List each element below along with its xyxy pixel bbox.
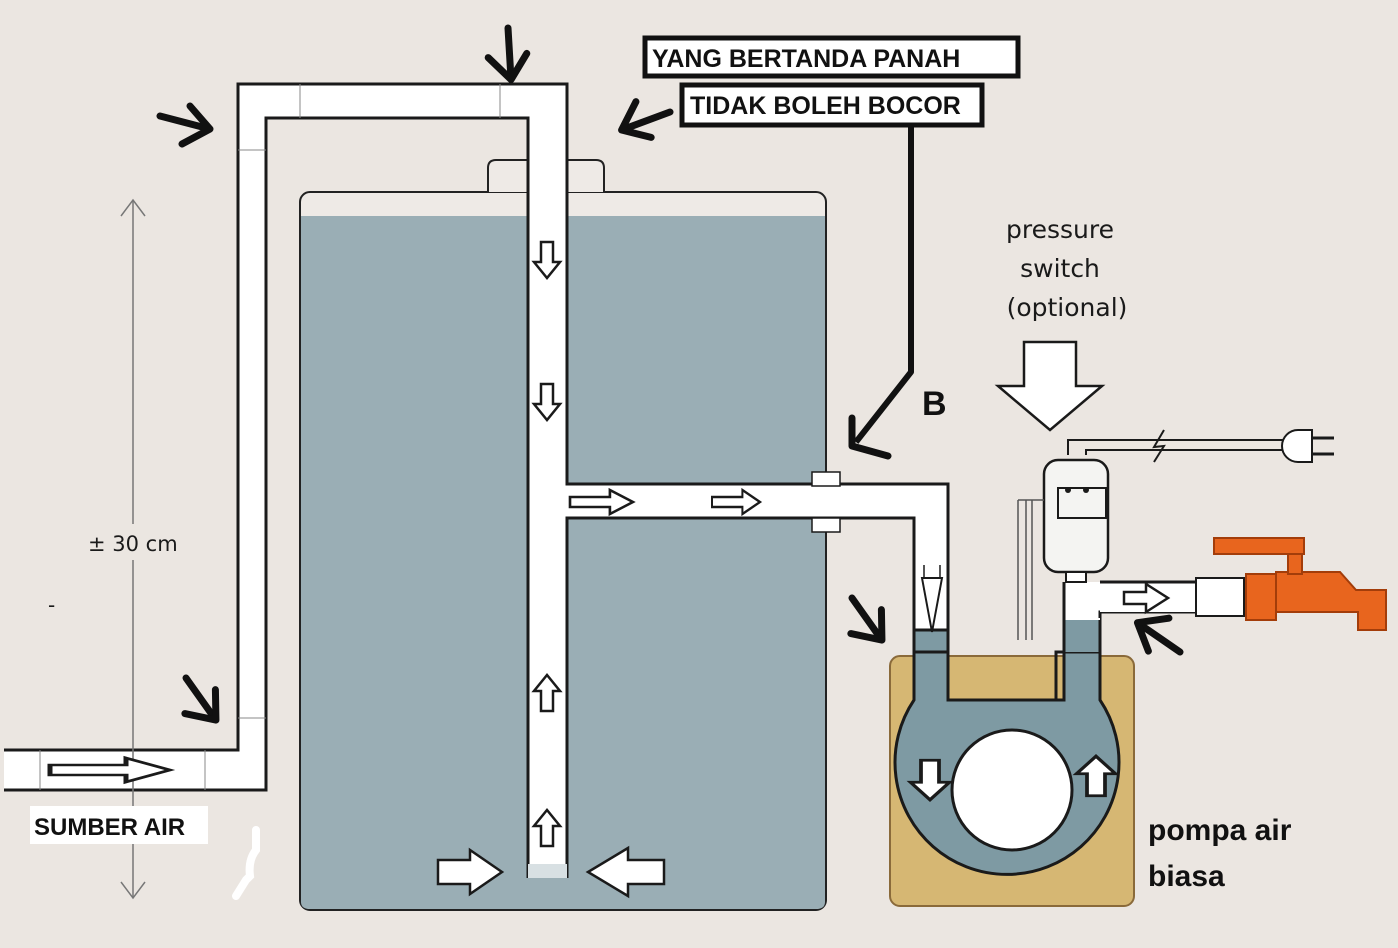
warning-text-line1: YANG BERTANDA PANAH (652, 45, 960, 73)
pump-inlet-flow-arrow-icon (920, 565, 944, 633)
inner-pipe (526, 152, 950, 878)
faucet-icon[interactable] (1213, 537, 1387, 631)
water-source-box: SUMBER AIR (30, 806, 208, 844)
pressure-switch-pointer-icon (994, 340, 1106, 432)
pump-label-1: pompa air (1148, 814, 1292, 847)
flange-top (811, 471, 841, 487)
pressure-switch-label-1: pressure (1006, 215, 1114, 244)
point-b-label: B (922, 385, 947, 423)
pressure-switch (1017, 439, 1312, 640)
height-dimension (86, 198, 182, 900)
inlet-pipe (4, 82, 569, 792)
impeller-ring (950, 728, 1074, 852)
dash-mark: - (48, 593, 55, 617)
flow-arrow-icon (50, 240, 1171, 899)
warning-box-line2: TIDAK BOLEH BOCOR (679, 82, 985, 128)
pressure-switch-label-2: switch (1020, 254, 1100, 283)
water-source-label: SUMBER AIR (34, 814, 185, 841)
pump-label-2: biasa (1148, 860, 1225, 893)
pump (889, 618, 1135, 907)
pressure-switch-label-3: (optional) (1007, 293, 1128, 322)
point-b-pointer (848, 124, 914, 460)
lightning-icon (1152, 429, 1166, 463)
power-plug-icon (1281, 429, 1334, 463)
height-label: ± 30 cm (88, 532, 178, 556)
flange-bottom (811, 517, 841, 533)
outlet-pipe (1062, 577, 1245, 620)
warning-text-line2: TIDAK BOLEH BOCOR (690, 92, 961, 120)
warning-box-line1: YANG BERTANDA PANAH (642, 35, 1021, 79)
